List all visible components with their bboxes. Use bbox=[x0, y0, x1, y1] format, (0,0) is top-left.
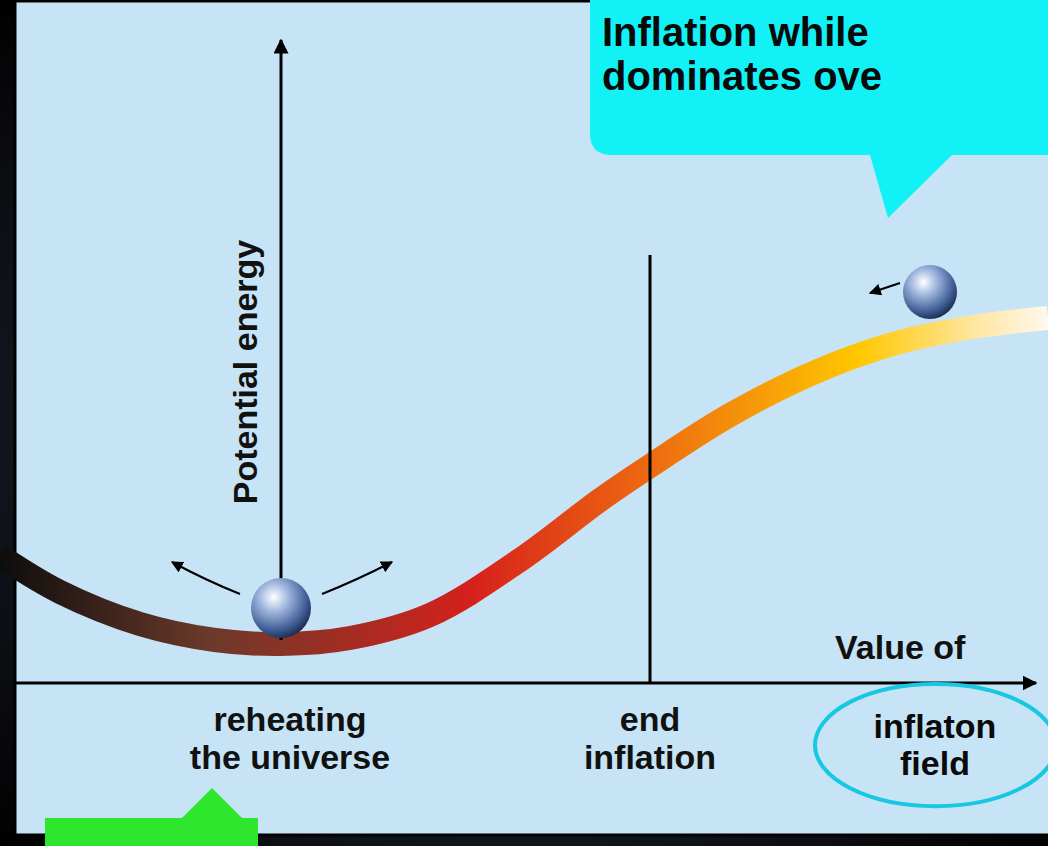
inflaton-ball bbox=[903, 265, 957, 319]
horizontal-axis bbox=[15, 682, 1036, 685]
callout-box: Inflation while dominates ove bbox=[590, 0, 1048, 155]
oscillation-arrow bbox=[322, 562, 392, 594]
highlight-ellipse: inflaton field bbox=[812, 681, 1048, 809]
vertical-axis bbox=[280, 40, 283, 640]
oscillation-arrow bbox=[172, 562, 240, 594]
motion-arrow bbox=[870, 283, 900, 293]
inflaton-ball bbox=[251, 578, 311, 638]
potential-curve bbox=[0, 318, 1048, 644]
end-inflation-line bbox=[649, 255, 652, 683]
callout-shape bbox=[590, 0, 1048, 218]
region-label: reheating the universe bbox=[187, 700, 393, 776]
region-label: end inflation bbox=[565, 700, 735, 776]
axis-label: Value of bbox=[835, 628, 965, 666]
potential-curve-group bbox=[0, 318, 1048, 644]
node-text: inflaton field bbox=[860, 708, 1010, 783]
node-text: Inflation while dominates ove bbox=[602, 10, 1022, 98]
axis-title: Potential energy bbox=[226, 240, 264, 505]
green-callout bbox=[45, 788, 258, 846]
ellipse-outline bbox=[815, 684, 1048, 806]
